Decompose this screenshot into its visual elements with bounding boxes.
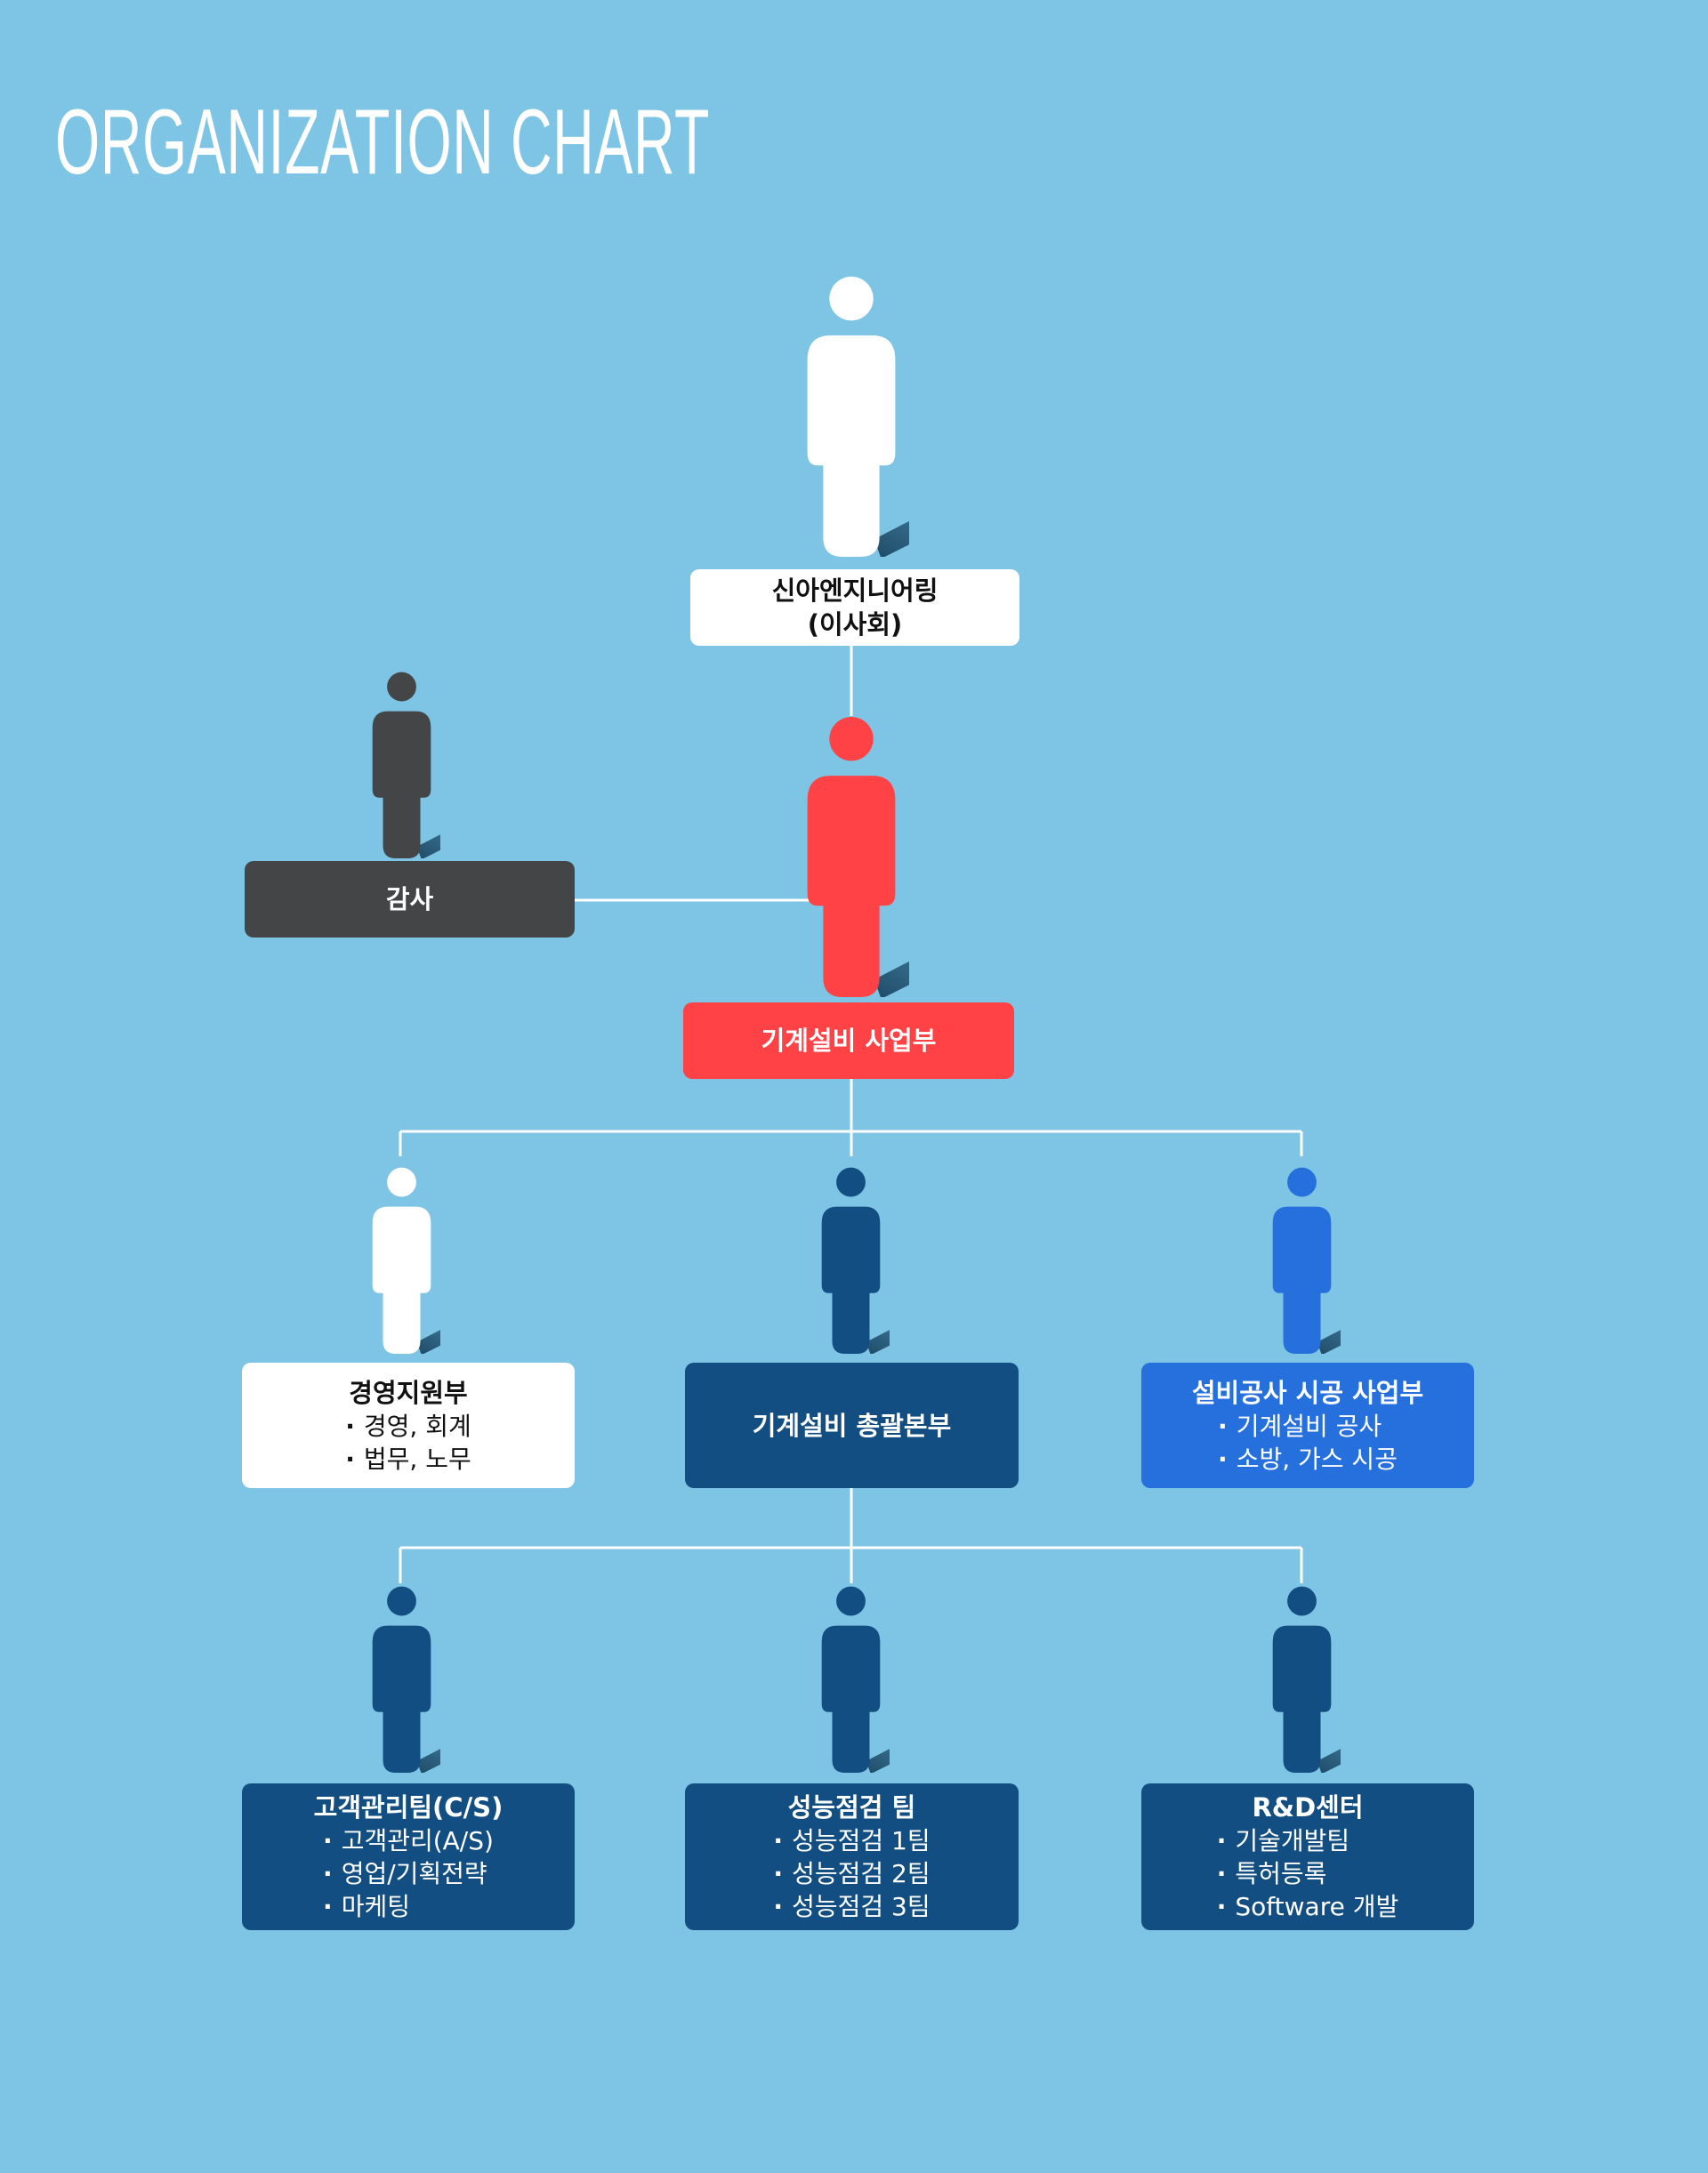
person-hq-icon xyxy=(821,1167,881,1354)
node-audit: 감사 xyxy=(245,861,575,938)
node-cs-name: 고객관리팀(C/S) xyxy=(313,1792,504,1823)
node-rnd: R&D센터 기술개발팀 특허등록 Software 개발 xyxy=(1141,1783,1474,1930)
person-rnd-icon xyxy=(1272,1586,1332,1773)
connector-lines xyxy=(399,645,1303,1583)
list-item: 영업/기획전략 xyxy=(323,1857,494,1890)
node-hq-name: 기계설비 총괄본부 xyxy=(752,1410,952,1441)
node-construction: 설비공사 시공 사업부 기계설비 공사 소방, 가스 시공 xyxy=(1141,1363,1474,1488)
node-board-name-line2: (이사회) xyxy=(807,609,903,640)
node-board: 신아엔지니어링 (이사회) xyxy=(690,569,1019,646)
node-hq: 기계설비 총괄본부 xyxy=(685,1363,1019,1488)
node-division: 기계설비 사업부 xyxy=(683,1002,1014,1079)
node-mgmt-list: 경영, 회계 법무, 노무 xyxy=(345,1410,471,1476)
node-division-name: 기계설비 사업부 xyxy=(761,1026,937,1056)
node-mgmt-name: 경영지원부 xyxy=(349,1377,468,1408)
node-cs: 고객관리팀(C/S) 고객관리(A/S) 영업/기획전략 마케팅 xyxy=(242,1783,575,1930)
list-item: 소방, 가스 시공 xyxy=(1218,1443,1398,1476)
list-item: 기계설비 공사 xyxy=(1218,1410,1398,1443)
person-division-icon xyxy=(807,716,896,997)
person-mgmt-icon xyxy=(372,1167,431,1354)
person-audit-icon xyxy=(372,672,431,858)
node-construction-name: 설비공사 시공 사업부 xyxy=(1191,1377,1424,1408)
node-cs-list: 고객관리(A/S) 영업/기획전략 마케팅 xyxy=(323,1824,494,1923)
person-construction-icon xyxy=(1272,1167,1332,1354)
list-item: 경영, 회계 xyxy=(345,1410,471,1443)
list-item: 기술개발팀 xyxy=(1217,1824,1399,1857)
person-perf-icon xyxy=(821,1586,881,1773)
list-item: Software 개발 xyxy=(1217,1890,1398,1923)
node-perf-name: 성능점검 팀 xyxy=(787,1792,916,1823)
list-item: 성능점검 1팀 xyxy=(773,1824,931,1857)
page-title: ORGANIZATION CHART xyxy=(55,91,710,194)
person-board-icon xyxy=(807,276,896,557)
node-mgmt: 경영지원부 경영, 회계 법무, 노무 xyxy=(242,1363,575,1488)
person-cs-icon xyxy=(372,1586,431,1773)
list-item: 마케팅 xyxy=(323,1890,494,1923)
node-perf: 성능점검 팀 성능점검 1팀 성능점검 2팀 성능점검 3팀 xyxy=(685,1783,1019,1930)
node-construction-list: 기계설비 공사 소방, 가스 시공 xyxy=(1218,1410,1398,1476)
list-item: 법무, 노무 xyxy=(345,1443,471,1476)
node-rnd-name: R&D센터 xyxy=(1252,1792,1364,1823)
node-perf-list: 성능점검 1팀 성능점검 2팀 성능점검 3팀 xyxy=(773,1824,931,1923)
list-item: 성능점검 2팀 xyxy=(773,1857,931,1890)
list-item: 특허등록 xyxy=(1217,1857,1399,1890)
node-audit-name: 감사 xyxy=(385,884,434,914)
list-item: 고객관리(A/S) xyxy=(323,1824,494,1857)
node-rnd-list: 기술개발팀 특허등록 Software 개발 xyxy=(1217,1824,1399,1923)
node-board-name-line1: 신아엔지니어링 xyxy=(771,575,939,606)
list-item: 성능점검 3팀 xyxy=(773,1890,931,1923)
